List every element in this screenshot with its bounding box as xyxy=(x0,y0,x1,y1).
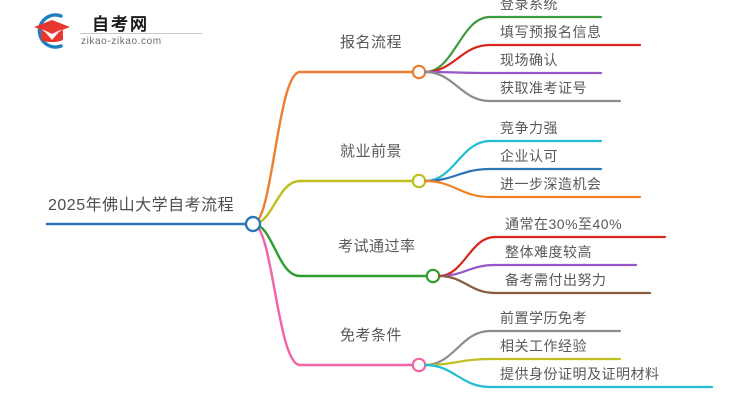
branch-curve xyxy=(251,222,302,367)
leaf-label[interactable]: 整体难度较高 xyxy=(505,244,592,260)
logo-subtitle: zikao-zikao.com xyxy=(81,36,162,47)
leaf-label[interactable]: 获取准考证号 xyxy=(500,80,587,96)
leaf-label[interactable]: 进一步深造机会 xyxy=(500,176,602,192)
logo-wordmark: 自考网 zikao-zikao.com xyxy=(80,10,202,52)
brand-logo[interactable]: 自考网 zikao-zikao.com xyxy=(30,8,205,54)
leaf-label[interactable]: 通常在30%至40% xyxy=(505,216,623,232)
leaf-curve xyxy=(437,274,497,295)
leaf-curve xyxy=(423,179,492,199)
leaf-curve xyxy=(423,363,492,389)
branch-node xyxy=(411,357,427,373)
leaf-label[interactable]: 提供身份证明及证明材料 xyxy=(500,366,660,382)
branch-node xyxy=(411,173,427,189)
logo-title: 自考网 xyxy=(92,15,149,34)
branch-node xyxy=(425,268,441,284)
branch-label[interactable]: 免考条件 xyxy=(340,327,403,344)
branch-label[interactable]: 就业前景 xyxy=(340,143,403,160)
branch-label[interactable]: 报名流程 xyxy=(340,34,403,51)
graduation-cap-icon xyxy=(34,13,70,49)
leaf-label[interactable]: 现场确认 xyxy=(500,52,558,68)
branch-curve xyxy=(251,70,302,226)
leaf-label[interactable]: 填写预报名信息 xyxy=(500,24,602,40)
root-label[interactable]: 2025年佛山大学自考流程 xyxy=(48,197,235,214)
leaf-label[interactable]: 相关工作经验 xyxy=(500,338,587,354)
leaf-curve xyxy=(437,263,497,278)
leaf-label[interactable]: 前置学历免考 xyxy=(500,310,587,326)
branch-label[interactable]: 考试通过率 xyxy=(338,238,416,255)
root-node xyxy=(244,215,262,233)
leaf-label[interactable]: 备考需付出努力 xyxy=(505,272,607,288)
leaf-label[interactable]: 竞争力强 xyxy=(500,120,558,136)
leaf-curve xyxy=(423,43,492,74)
leaf-curve xyxy=(423,357,492,367)
branch-node xyxy=(411,64,427,80)
leaf-label[interactable]: 企业认可 xyxy=(500,148,558,164)
leaf-curve xyxy=(423,15,492,74)
leaf-label[interactable]: 登录系统 xyxy=(500,0,558,12)
leaf-curve xyxy=(423,70,492,103)
logo-divider xyxy=(80,33,202,34)
